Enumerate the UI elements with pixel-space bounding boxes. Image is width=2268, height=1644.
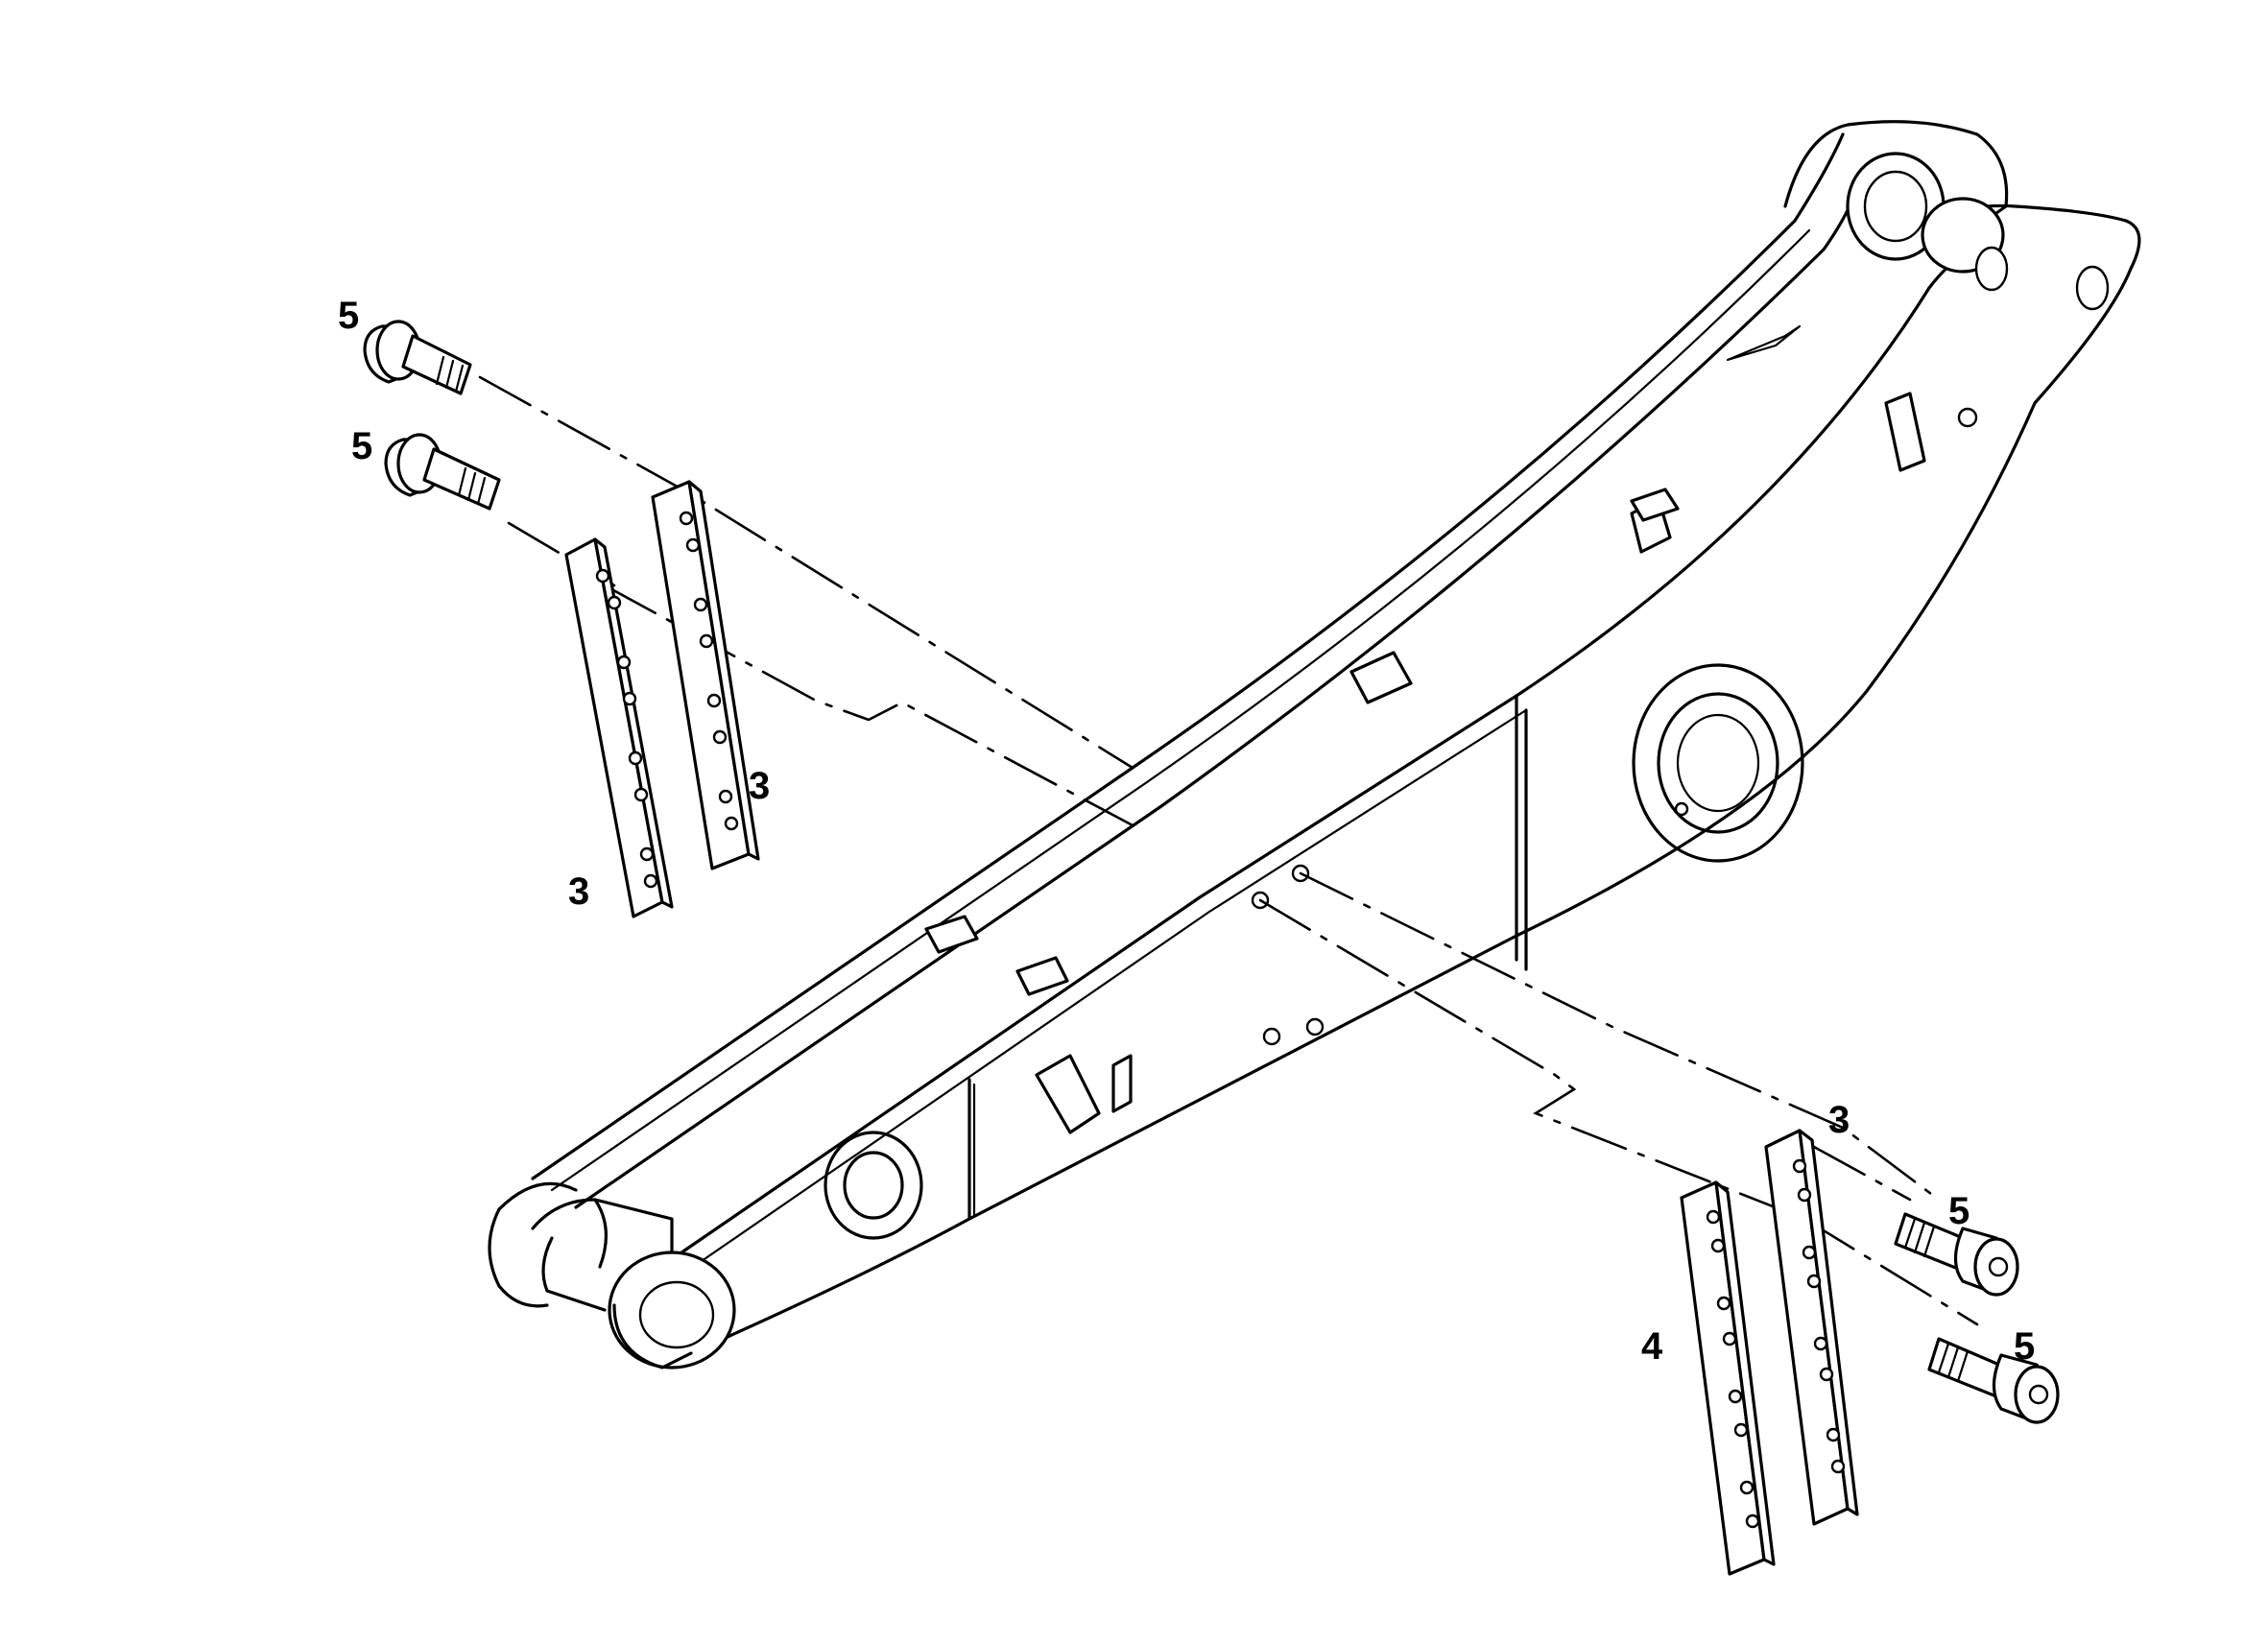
plate-lower-3 xyxy=(1764,1129,1859,1526)
callout-plate-upper-front: 3 xyxy=(568,870,589,913)
callout-plate-lower-3: 3 xyxy=(1828,1099,1850,1141)
callout-bolt-upper-1: 5 xyxy=(338,295,359,337)
callout-bolt-upper-2: 5 xyxy=(351,425,372,467)
bolt-lower-2 xyxy=(1927,1337,2060,1424)
plate-upper-front xyxy=(564,537,674,918)
callout-bolt-lower-1: 5 xyxy=(1948,1190,1970,1232)
callout-bolt-lower-2: 5 xyxy=(2014,1325,2035,1368)
callout-plate-lower-4: 4 xyxy=(1641,1325,1663,1368)
boom-arm xyxy=(488,120,2141,1370)
plate-upper-back xyxy=(651,480,760,870)
bolt-upper-2 xyxy=(384,433,501,511)
bolt-lower-1 xyxy=(1894,1212,2019,1297)
leader-lines xyxy=(478,375,1979,1326)
plate-lower-4 xyxy=(1680,1180,1776,1576)
bolt-upper-1 xyxy=(363,320,472,395)
callout-plate-upper-back: 3 xyxy=(749,765,770,807)
